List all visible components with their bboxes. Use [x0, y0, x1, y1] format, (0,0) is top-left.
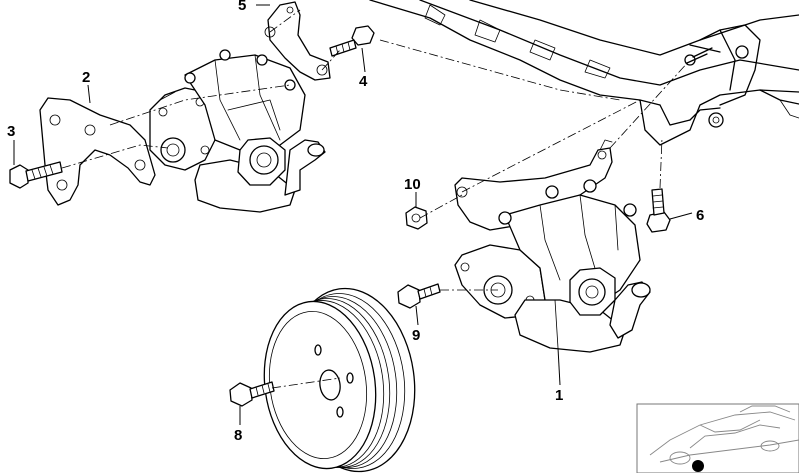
- callout-10: 10: [404, 176, 421, 193]
- callout-9: 9: [412, 327, 420, 344]
- callout-3: 3: [7, 123, 15, 140]
- power-steering-pump-exploded: [149, 49, 326, 213]
- callout-8: 8: [234, 427, 242, 444]
- hex-bolt-8: [229, 381, 275, 407]
- callout-6: 6: [696, 207, 704, 224]
- hex-bolt-6: [646, 188, 671, 233]
- hex-bolt-4: [329, 25, 375, 57]
- callout-2: 2: [82, 69, 90, 86]
- bracket-2: [39, 97, 156, 206]
- pulley: [263, 287, 416, 473]
- bracket-5: [264, 1, 331, 81]
- callout-5: 5: [238, 0, 246, 14]
- nut-10: [405, 206, 428, 230]
- callout-leaders: [13, 4, 693, 425]
- callout-4: 4: [359, 73, 368, 90]
- hex-bolt-9: [397, 283, 441, 309]
- engine-block-section: [369, 0, 799, 146]
- callout-numbers: 1 2 3 4 5 6 8 9 10: [7, 0, 704, 444]
- assembly-lines: [61, 9, 691, 389]
- car-outline-icon: [636, 403, 799, 473]
- callout-1: 1: [555, 387, 563, 404]
- hex-bolt-3: [9, 161, 63, 189]
- power-steering-pump-installed: [454, 139, 651, 353]
